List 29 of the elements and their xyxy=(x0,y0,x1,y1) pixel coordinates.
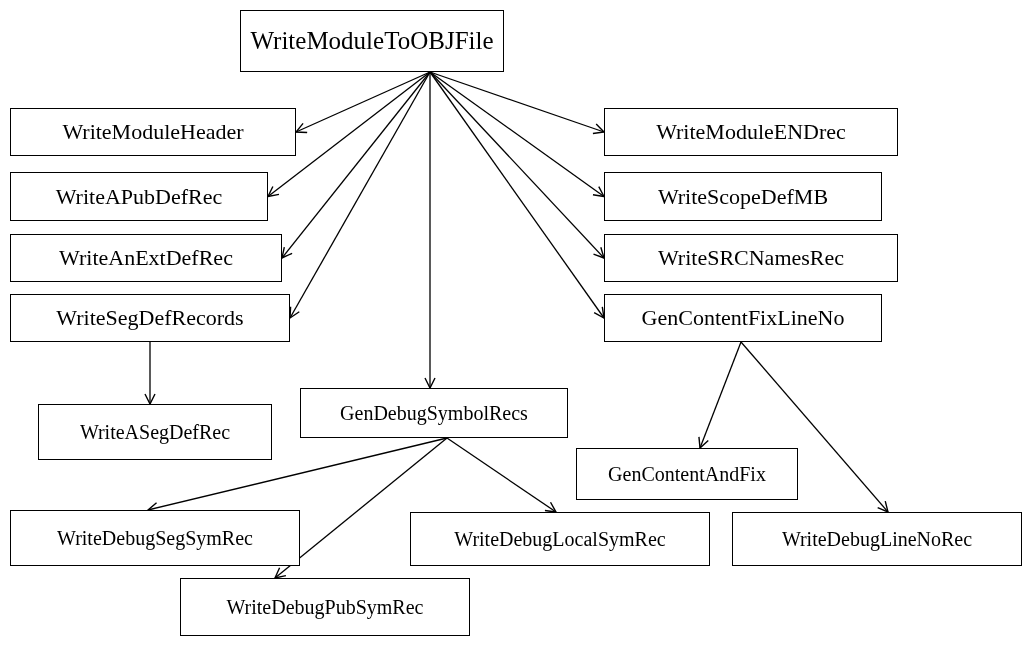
function-box: WriteDebugLocalSymRec xyxy=(410,512,710,566)
arrow xyxy=(698,341,742,449)
arrow xyxy=(289,71,431,319)
arrow xyxy=(429,71,605,319)
function-box: WriteDebugPubSymRec xyxy=(180,578,470,636)
arrow xyxy=(740,341,889,513)
function-box: WriteAnExtDefRec xyxy=(10,234,282,282)
function-box: GenDebugSymbolRecs xyxy=(300,388,568,438)
arrow xyxy=(446,437,557,513)
function-box: GenContentAndFix xyxy=(576,448,798,500)
function-box: WriteAPubDefRec xyxy=(10,172,268,221)
arrow xyxy=(295,71,431,134)
function-box: WriteModuleHeader xyxy=(10,108,296,156)
function-box: WriteSegDefRecords xyxy=(10,294,290,342)
function-box: WriteModuleENDrec xyxy=(604,108,898,156)
function-box: WriteSRCNamesRec xyxy=(604,234,898,282)
function-box: WriteModuleToOBJFile xyxy=(240,10,504,72)
function-box: GenContentFixLineNo xyxy=(604,294,882,342)
arrow xyxy=(144,341,156,405)
function-box: WriteASegDefRec xyxy=(38,404,272,460)
arrow xyxy=(281,71,431,259)
arrow xyxy=(424,71,436,389)
function-box: WriteScopeDefMB xyxy=(604,172,882,221)
function-box: WriteDebugSegSymRec xyxy=(10,510,300,566)
arrow xyxy=(267,71,431,198)
arrow xyxy=(429,71,605,135)
function-box: WriteDebugLineNoRec xyxy=(732,512,1022,566)
arrow xyxy=(274,437,448,579)
arrow xyxy=(429,71,605,198)
